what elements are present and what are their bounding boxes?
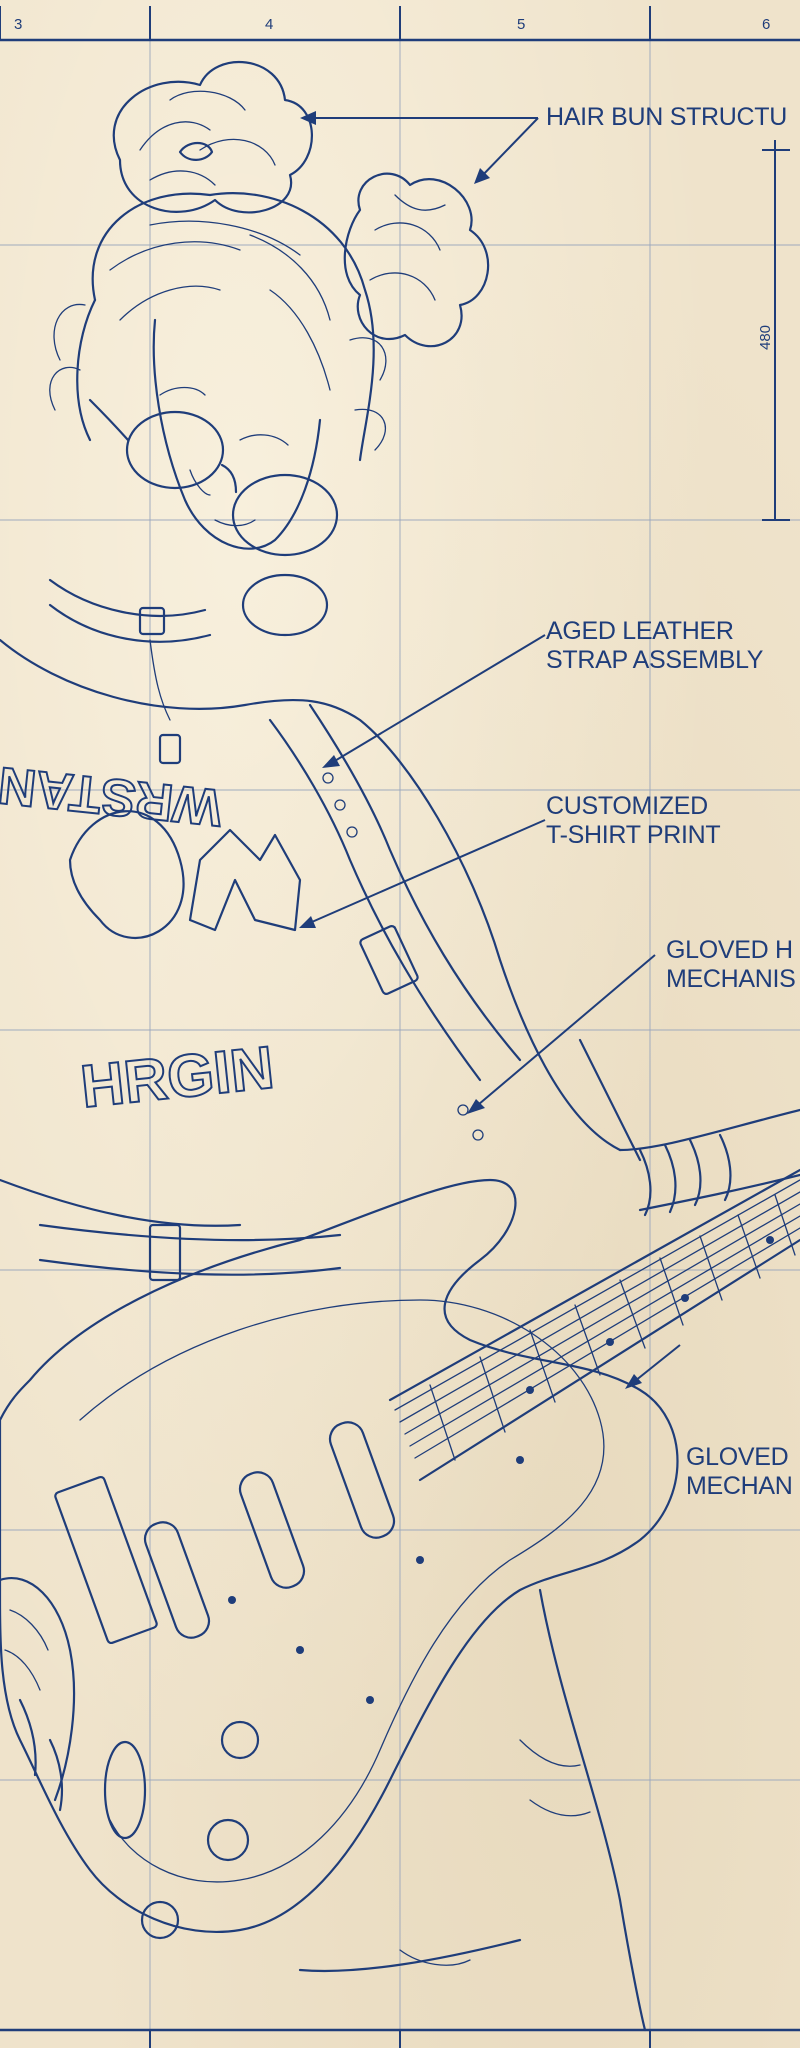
hair [49, 192, 387, 462]
belt [38, 1223, 342, 1282]
hoop-earring [241, 573, 329, 637]
callout-gloved-hand-upper: GLOVED H MECHANIS [666, 936, 796, 994]
shirt-print [68, 810, 302, 939]
leather-strap [268, 703, 522, 1141]
ripped-jeans [298, 1588, 647, 2032]
guitar-neck [388, 1168, 800, 1482]
callout-leather-strap: AGED LEATHER STRAP ASSEMBLY [546, 617, 763, 675]
round-glasses [88, 398, 339, 557]
callout-line: T-SHIRT PRINT [546, 821, 721, 849]
face [152, 318, 322, 550]
shirt-print-bottom: HRGIN [78, 1033, 277, 1120]
left-hand-glove [0, 1577, 76, 1812]
callout-line: GLOVED [686, 1443, 789, 1471]
ruler-number-3: 3 [14, 16, 23, 33]
callout-line: HAIR BUN STRUCTU [546, 103, 788, 131]
leader-lines [299, 111, 681, 1389]
callout-gloved-hand-lower: GLOVED MECHAN [686, 1443, 793, 1501]
electric-guitar [0, 1178, 679, 1940]
callout-line: GLOVED H [666, 936, 793, 964]
collar [48, 578, 212, 765]
hair-buns [112, 61, 490, 348]
dimension-line [762, 140, 790, 521]
ruler-number-4: 4 [265, 16, 274, 33]
shirt-print-top: WRSTAN [0, 755, 225, 836]
callout-line: STRAP ASSEMBLY [546, 646, 764, 674]
ruler-number-6: 6 [762, 16, 771, 33]
ruler-number-5: 5 [517, 16, 526, 33]
dimension-value: 480 [757, 324, 774, 350]
bottom-ruler [0, 2028, 800, 2048]
right-forearm [618, 1108, 800, 1217]
callout-line: CUSTOMIZED [546, 792, 708, 820]
callout-hair-bun-structure: HAIR BUN STRUCTU [546, 103, 787, 132]
callout-line: MECHANIS [666, 965, 796, 993]
callout-line: AGED LEATHER [546, 617, 734, 645]
callout-line: MECHAN [686, 1472, 793, 1500]
t-shirt [0, 638, 642, 1227]
callout-t-shirt-print: CUSTOMIZED T-SHIRT PRINT [546, 792, 721, 850]
top-ruler [0, 6, 800, 42]
